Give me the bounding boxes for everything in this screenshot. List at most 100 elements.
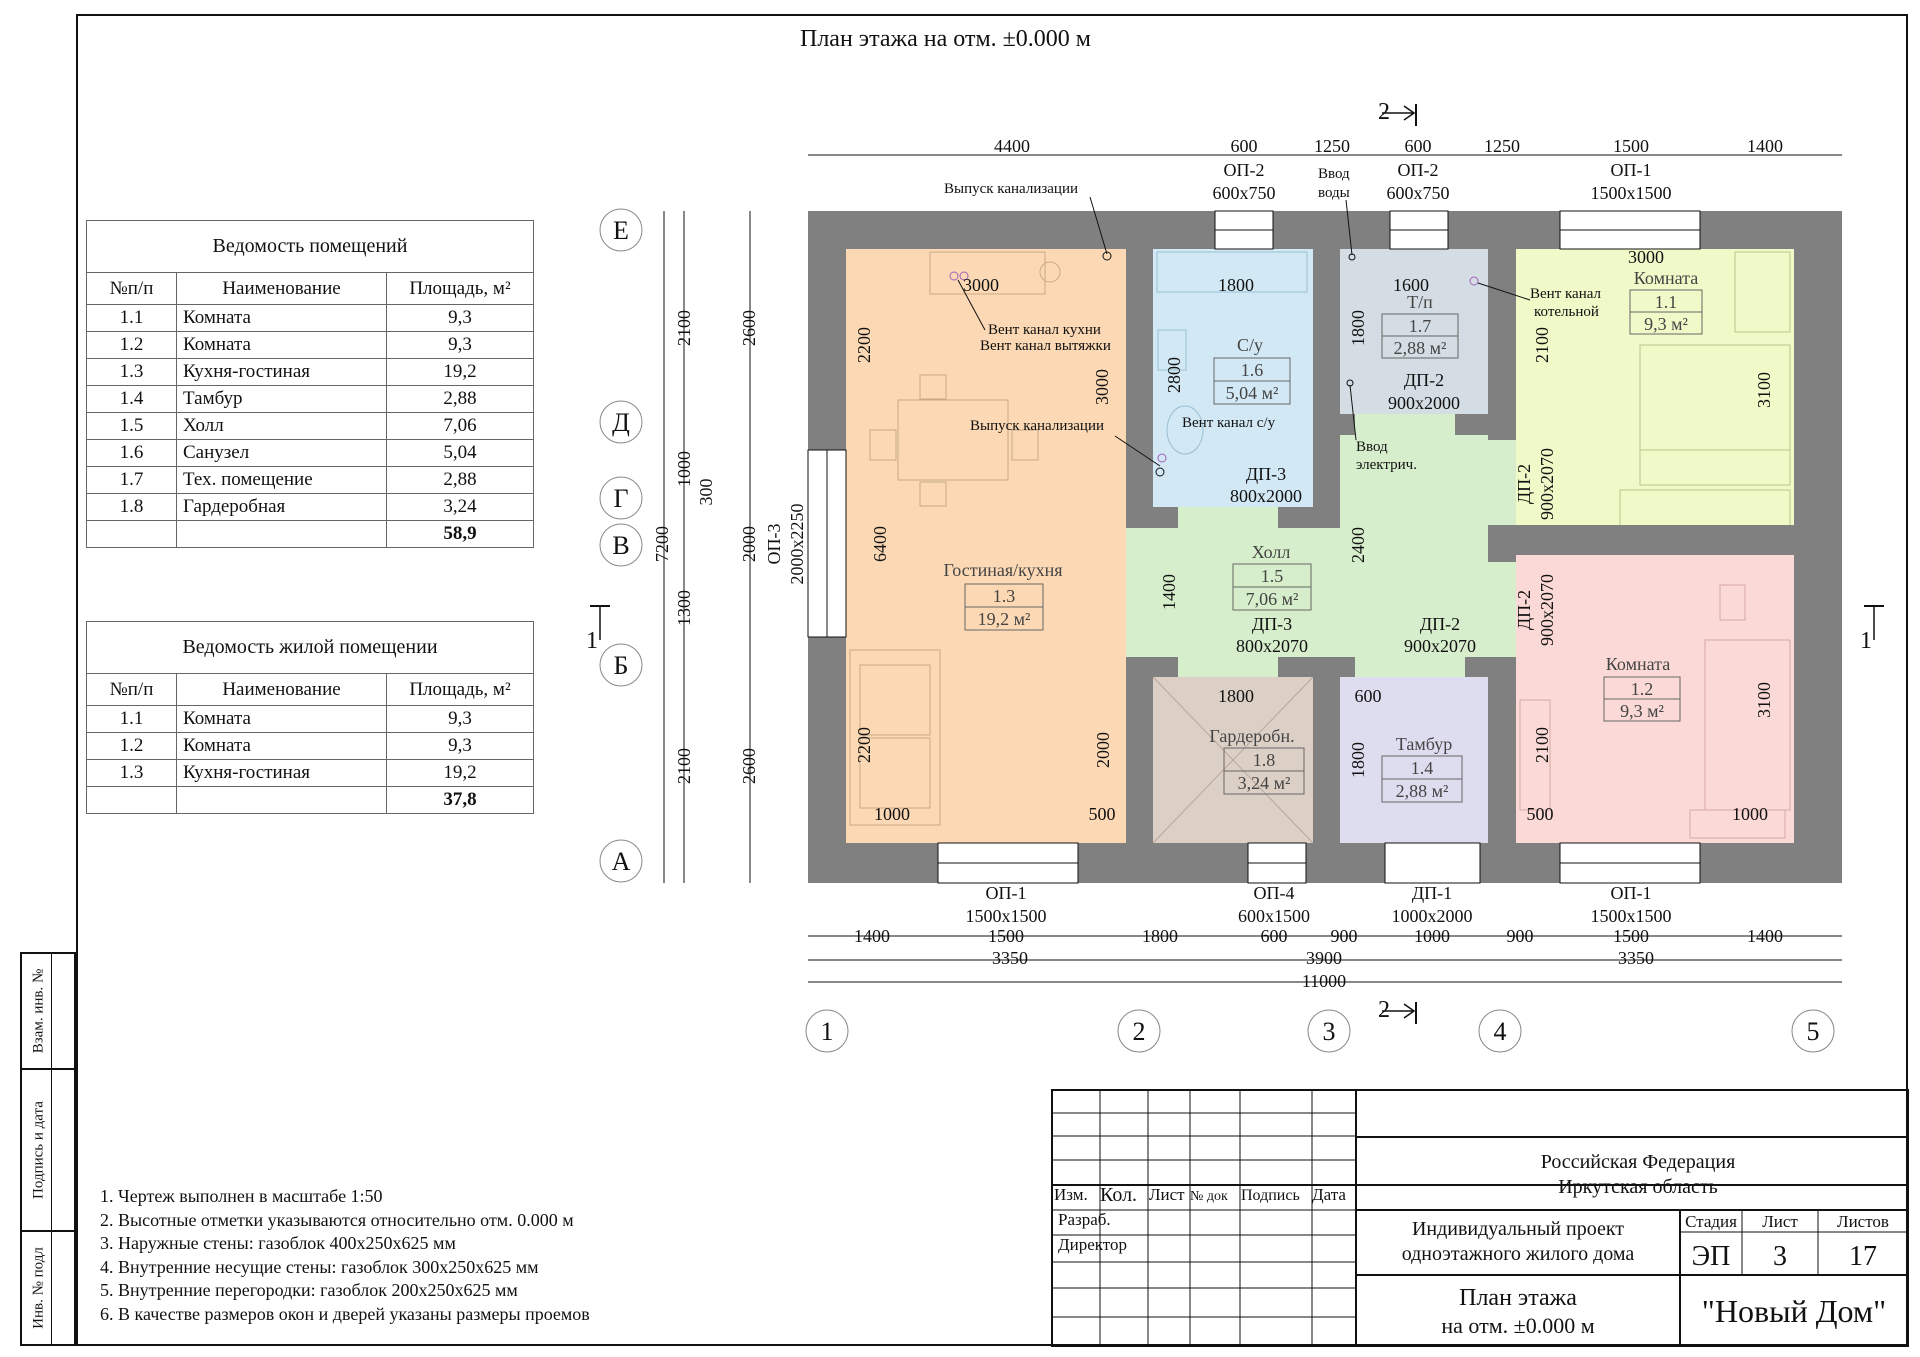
axis-label: 4	[1494, 1017, 1507, 1046]
dimension-value: 1800	[1218, 275, 1254, 295]
dimension-value: 1800	[1348, 742, 1368, 778]
stamp-sheet-header: Лист	[1762, 1212, 1798, 1231]
opening-labels: ОП-2 600x750 ОП-2 600x750 ОП-1 1500x1500…	[764, 160, 1672, 926]
note-item: 4. Внутренние несущие стены: газоблок 30…	[100, 1256, 539, 1277]
axis-letters: Е Д Г В Б А	[599, 208, 643, 883]
room-labels: Гостиная/кухня 1.3 19,2 м² С/у 1.6 5,04 …	[943, 268, 1703, 803]
dimension-value: 4400	[994, 136, 1030, 156]
page-title: План этажа на отм. ±0.000 м	[800, 26, 1091, 52]
callout-water-inlet: Ввод	[1318, 166, 1350, 182]
opening-label: ОП-4	[1254, 883, 1295, 903]
room-number-label: 1.8	[1253, 750, 1276, 770]
dimension-value: 500	[1527, 804, 1554, 824]
bedroom-12-furniture	[1519, 584, 1791, 839]
dimension-value: 1600	[1393, 275, 1429, 295]
room-number-label: 1.1	[1655, 292, 1678, 312]
opening-label: ОП-3	[764, 524, 784, 565]
stamp-sheet: 3	[1773, 1241, 1787, 1272]
dimension-value: 2100	[674, 310, 694, 346]
callout-vent-boiler: котельной	[1534, 304, 1599, 320]
title-block	[1051, 1089, 1909, 1347]
room-area-label: 5,04 м²	[1226, 383, 1279, 403]
axis-label: А	[612, 847, 631, 876]
opening-size: 600x750	[1213, 183, 1276, 203]
total-area: 37,8	[386, 786, 534, 814]
note-item: 5. Внутренние перегородки: газоблок 200x…	[100, 1280, 518, 1300]
dimension-value: 3000	[1628, 247, 1664, 267]
stamp-stage-header: Стадия	[1685, 1212, 1737, 1231]
interior-walls	[1126, 211, 1842, 883]
dimension-value: 2200	[854, 727, 874, 763]
opening-size: 800x2000	[1230, 486, 1302, 506]
callout-sewer-outlet: Выпуск канализации	[944, 181, 1078, 197]
opening-size: 1500x1500	[1591, 906, 1672, 926]
opening-label: ДП-1	[1412, 883, 1452, 903]
cell-number: 1.5	[86, 412, 177, 440]
room-area-label: 19,2 м²	[978, 609, 1031, 629]
dimension-value: 3000	[1092, 369, 1112, 405]
stamp-organization: Иркутская область	[1558, 1176, 1718, 1198]
opening-label: ОП-2	[1224, 160, 1265, 180]
dimension-value: 1400	[1747, 136, 1783, 156]
dimension-value: 3900	[1306, 948, 1342, 968]
cell-number: 1.2	[86, 732, 177, 760]
room-area-label: 3,24 м²	[1238, 773, 1291, 793]
room-area-label: 9,3 м²	[1644, 314, 1688, 334]
room-area-label: 7,06 м²	[1246, 589, 1299, 609]
col-header-area: Площадь, м²	[386, 272, 534, 305]
callout-water-inlet: воды	[1318, 185, 1350, 201]
opening-label: ДП-2	[1514, 590, 1534, 630]
cell-name: Холл	[176, 412, 387, 440]
cell-area: 3,24	[386, 493, 534, 521]
room-vestibule	[1340, 677, 1488, 843]
dimension-text: 4400 600 1250 600 1250 1500 1400 1400 15…	[652, 136, 1783, 991]
axis-label: 5	[1807, 1017, 1820, 1046]
dimension-value: 1400	[1747, 926, 1783, 946]
cell-area: 9,3	[386, 705, 534, 733]
cell-number: 1.8	[86, 493, 177, 521]
room-name-label: Комната	[1634, 268, 1698, 288]
total-row: 58,9	[86, 520, 534, 548]
cell-area: 9,3	[386, 732, 534, 760]
col-header-number: №п/п	[86, 673, 177, 706]
room-number-label: 1.7	[1409, 316, 1432, 336]
overall-width: 11000	[1302, 971, 1346, 991]
axis-label: 3	[1323, 1017, 1336, 1046]
stamp-sheet-title: План этажа	[1459, 1285, 1577, 1311]
room-name-label: С/у	[1237, 335, 1263, 355]
axis-label: Б	[614, 651, 629, 680]
dimension-value: 2200	[854, 327, 874, 363]
room-area-label: 2,88 м²	[1394, 338, 1447, 358]
dimension-value: 2800	[1164, 357, 1184, 393]
opening-label: ОП-1	[1611, 883, 1652, 903]
cell-name: Тамбур	[176, 385, 387, 413]
dimension-value: 3100	[1754, 682, 1774, 718]
cell-name: Гардеробная	[176, 493, 387, 521]
stamp-organization: Российская Федерация	[1541, 1151, 1736, 1173]
section-mark-label: 1	[586, 628, 598, 654]
living-schedule-table: Ведомость жилой помещении №п/п Наименова…	[86, 621, 534, 814]
room-schedule-table: Ведомость помещений №п/п Наименование Пл…	[86, 220, 534, 548]
stamp-header: Дата	[1312, 1185, 1346, 1204]
callout-vent-exhaust: Вент канал вытяжки	[980, 338, 1111, 354]
col-header-name: Наименование	[176, 673, 387, 706]
room-name-label: Гардеробн.	[1209, 726, 1294, 746]
side-strip-inventory: Инв. № подл	[20, 1230, 76, 1346]
cell-name: Комната	[176, 331, 387, 359]
dimension-value: 600	[1261, 926, 1288, 946]
living-schedule-caption: Ведомость жилой помещении	[86, 621, 534, 674]
kitchen-furniture	[849, 251, 1061, 826]
opening-size: 1500x1500	[1591, 183, 1672, 203]
opening-size: 900x2070	[1537, 448, 1557, 520]
section-mark-label: 1	[1860, 628, 1872, 654]
opening-size: 900x2000	[1388, 393, 1460, 413]
room-name-label: Тамбур	[1396, 734, 1452, 754]
dimension-value: 6400	[870, 526, 890, 562]
door-gap	[1178, 657, 1278, 677]
room-name-label: Гостиная/кухня	[943, 560, 1062, 580]
axis-label: Г	[613, 484, 628, 513]
